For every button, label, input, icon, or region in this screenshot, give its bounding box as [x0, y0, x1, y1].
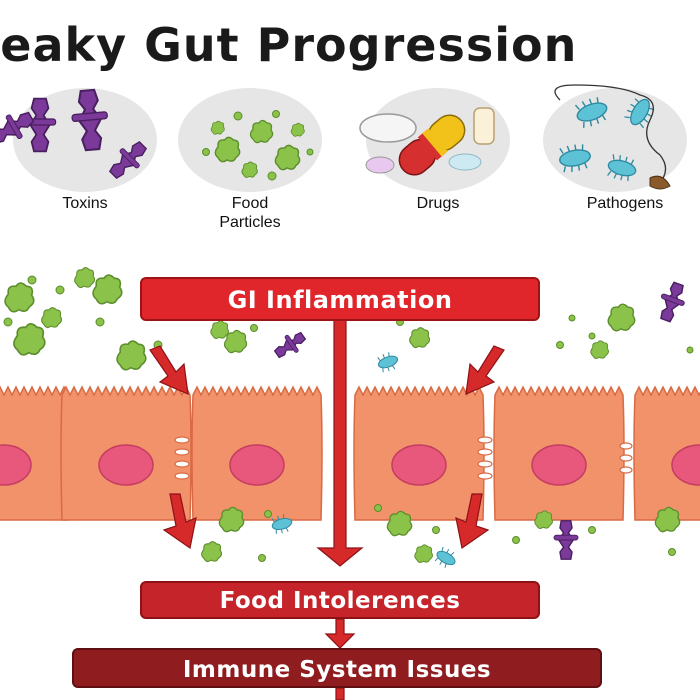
drugs-label: Drugs: [368, 194, 508, 213]
pathogens-label: Pathogens: [555, 194, 695, 213]
pathogens-label-text: Pathogens: [586, 195, 664, 212]
food-particles-icon: [178, 88, 322, 192]
category-icons: [0, 84, 687, 192]
gi-inflammation-banner: GI Inflammation: [140, 277, 540, 321]
immune-issues-text: Immune System Issues: [182, 657, 492, 683]
food-intolerances-text: Food Intolerences: [219, 588, 461, 614]
epithelial-cells: [0, 386, 700, 521]
toxins-icon: [0, 87, 157, 192]
toxins-label: Toxins: [15, 194, 155, 213]
immune-issues-banner: Immune System Issues: [72, 648, 602, 688]
food-particles-label-line1: Food: [231, 195, 269, 212]
drugs-label-text: Drugs: [416, 195, 460, 212]
gi-inflammation-text: GI Inflammation: [227, 286, 453, 314]
title-area: Leaky Gut Progression: [0, 18, 700, 82]
toxins-label-text: Toxins: [62, 195, 108, 212]
drugs-icon: [359, 88, 510, 192]
food-intolerances-banner: Food Intolerences: [140, 581, 540, 619]
broken-junctions: [174, 436, 633, 480]
food-particles-label: Food Particles: [180, 194, 320, 232]
leaked-particles: [201, 504, 681, 572]
flow-arrows: [149, 319, 505, 700]
pathogens-icon: [543, 84, 687, 192]
food-particles-label-line2: Particles: [219, 214, 281, 231]
page-title: Leaky Gut Progression: [0, 18, 578, 72]
